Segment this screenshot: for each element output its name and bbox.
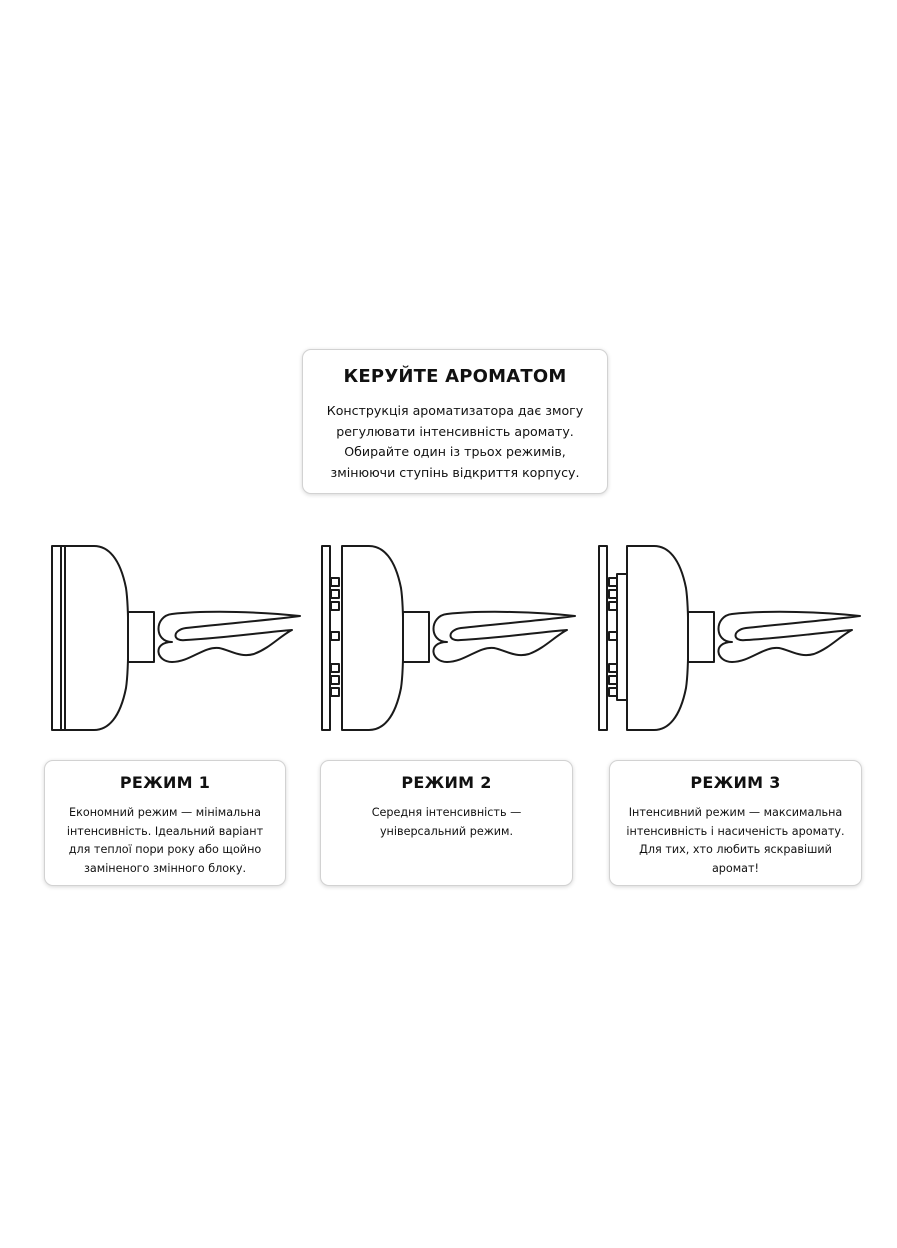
mode-3-title: РЕЖИМ 3	[690, 773, 781, 792]
intro-line: змінюючи ступінь відкриття корпусу.	[330, 464, 580, 480]
mode-3-line: інтенсивність і насиченість аромату.	[626, 824, 845, 838]
mode-1-card: РЕЖИМ 1 Економний режим — мінімальна інт…	[44, 760, 286, 886]
intro-line: Обирайте один із трьох режимів,	[344, 444, 566, 459]
mode-1-line: для теплої пори року або щойно	[68, 843, 262, 856]
mode-2-title: РЕЖИМ 2	[401, 773, 492, 792]
air-freshener-closed-icon	[44, 538, 334, 738]
intro-title: КЕРУЙТЕ АРОМАТОМ	[343, 366, 567, 387]
mode-2-description: Середня інтенсивність — універсальний ре…	[327, 804, 566, 841]
mode-1-line: інтенсивність. Ідеальний варіант	[66, 824, 264, 838]
intro-line: Конструкція ароматизатора дає змогу	[326, 403, 584, 418]
mode-3-description: Інтенсивний режим — максимальна інтенсив…	[616, 804, 855, 878]
mode-2-line: універсальний режим.	[379, 824, 514, 838]
mode-2-card: РЕЖИМ 2 Середня інтенсивність — універса…	[320, 760, 573, 886]
mode-1-title: РЕЖИМ 1	[119, 773, 211, 792]
mode-1-line: Економний режим — мінімальна	[69, 806, 261, 819]
mode-1-line: заміненого змінного блоку.	[83, 861, 247, 875]
mode-2-line: Середня інтенсивність —	[371, 806, 522, 819]
mode-1-description: Економний режим — мінімальна інтенсивніс…	[51, 804, 279, 878]
intro-line: регулювати інтенсивність аромату.	[336, 423, 574, 439]
mode-3-line: Інтенсивний режим — максимальна	[628, 806, 843, 819]
intro-card: КЕРУЙТЕ АРОМАТОМ Конструкція ароматизато…	[302, 349, 608, 494]
air-freshener-open-icon	[593, 538, 883, 738]
mode-3-line: аромат!	[711, 861, 760, 875]
mode-3-line: Для тих, хто любить яскравіший	[639, 843, 832, 856]
air-freshener-half-open-icon	[316, 538, 606, 738]
mode-3-card: РЕЖИМ 3 Інтенсивний режим — максимальна …	[609, 760, 862, 886]
intro-description: Конструкція ароматизатора дає змогу регу…	[311, 401, 599, 483]
